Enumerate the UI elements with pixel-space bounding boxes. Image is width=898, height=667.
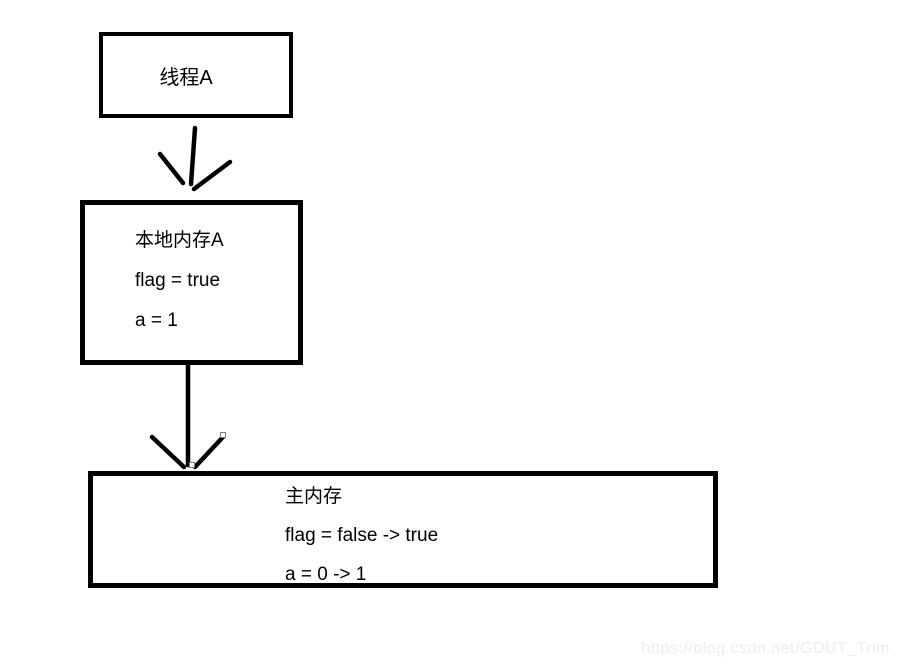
main-memory-a-value: a = 0 -> 1 <box>285 564 367 585</box>
local-memory-a-value: a = 1 <box>135 310 178 331</box>
selection-handle[interactable] <box>189 462 195 468</box>
selection-handle[interactable] <box>220 432 226 438</box>
local-memory-flag-value: flag = true <box>135 270 221 291</box>
thread-a-label: 线程A <box>159 66 213 89</box>
local-memory-a-box: 本地内存A flag = true a = 1 <box>80 200 303 365</box>
main-memory-flag-value: flag = false -> true <box>285 525 439 546</box>
main-memory-title: 主内存 <box>285 486 343 507</box>
down-arrow-icon <box>149 359 226 470</box>
watermark: https://blog.csdn.net/GDUT_Trim <box>641 640 890 657</box>
thread-a-box: 线程A <box>99 32 293 118</box>
local-memory-title: 本地内存A <box>135 230 224 251</box>
down-arrow-icon <box>157 125 233 192</box>
main-memory-box: 主内存 flag = false -> true a = 0 -> 1 <box>88 471 718 588</box>
